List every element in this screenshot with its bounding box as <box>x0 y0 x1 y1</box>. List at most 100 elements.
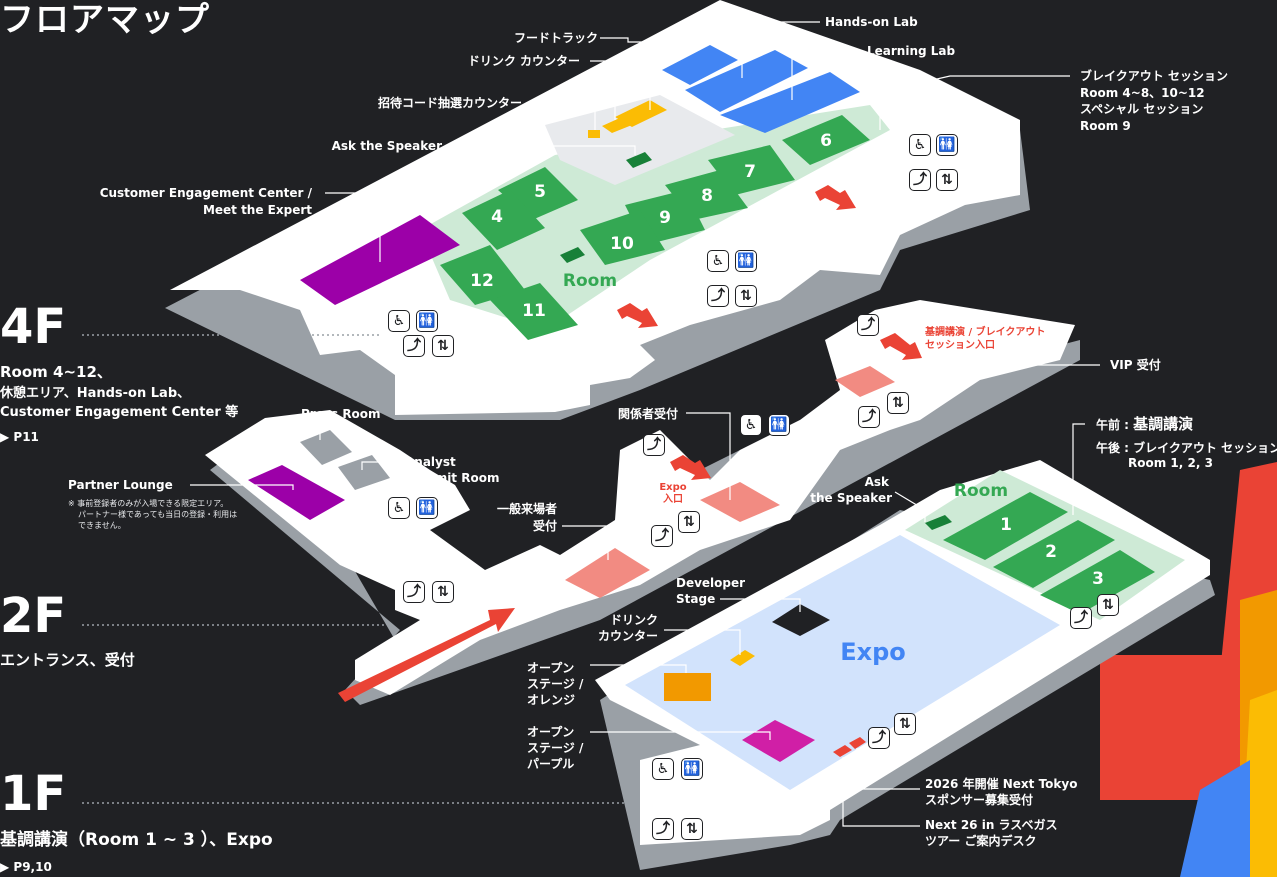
restroom-icon: 🚻 <box>416 310 438 332</box>
wheelchair-icon: ♿ <box>388 310 410 332</box>
escalator-icon: ⤴ <box>707 285 729 307</box>
breakout-label-3: スペシャル セッション <box>1080 102 1204 116</box>
wheelchair-icon: ♿ <box>388 497 410 519</box>
sponsor-label-2: スポンサー募集受付 <box>925 793 1034 807</box>
floor-1f-ref: ▶ P9,10 <box>0 860 52 874</box>
breakout-label-1: ブレイクアウト セッション <box>1080 69 1228 83</box>
partner-note-3: できません。 <box>78 521 126 530</box>
ask-speaker-4f-label: Ask the Speaker <box>331 139 442 153</box>
floor-1f-desc: 基調講演（Room 1 ~ 3 ）、Expo <box>0 830 273 850</box>
ask-speaker-1f-label-2: the Speaker <box>810 491 892 505</box>
elevator-icon: ⇅ <box>894 713 916 735</box>
drink-counter-4f-label: ドリンク カウンター <box>467 54 580 68</box>
drink-1f-label-1: ドリンク <box>609 613 658 627</box>
escalator-icon: ⤴ <box>857 314 879 336</box>
escalator-icon: ⤴ <box>403 335 425 357</box>
analyst-label-1: Analyst <box>405 455 456 469</box>
floor-4f-desc-3: Customer Engagement Center 等 <box>0 405 239 420</box>
expo-entrance-label-2: 入口 <box>663 494 683 505</box>
floor-1f-map: 1 2 3 Expo Room <box>595 460 1215 870</box>
pm-prefix: 午後 : <box>1096 441 1129 455</box>
open-stage-orange-block <box>664 673 711 701</box>
drink-counter-1f <box>730 650 755 666</box>
floor-2f-label: 2F <box>0 588 67 644</box>
expo-zone <box>625 535 1060 790</box>
keynote-am-row: 午前 : 基調講演 <box>1096 416 1193 433</box>
elevator-icon: ⇅ <box>681 818 703 840</box>
restroom-icon: 🚻 <box>735 250 757 272</box>
elevator-icon: ⇅ <box>1097 594 1119 616</box>
escalator-icon: ⤴ <box>909 169 931 191</box>
room-7-number: 7 <box>744 162 756 182</box>
escalator-icon: ⤴ <box>858 406 880 428</box>
developer-stage-label-1: Developer <box>676 576 746 590</box>
wheelchair-icon: ♿ <box>740 414 762 436</box>
hands-on-lab-label: Hands-on Lab <box>825 15 918 29</box>
leader-lines <box>190 21 1100 827</box>
elevator-icon: ⇅ <box>887 392 909 414</box>
analyst-room-block <box>338 455 390 490</box>
room-4-number: 4 <box>491 207 503 227</box>
press-room-block <box>300 430 352 465</box>
breakout-label-2: Room 4~8、10~12 <box>1080 86 1205 100</box>
expo-entrance-label-1: Expo <box>659 482 687 493</box>
decorative-corner-art <box>1100 462 1277 877</box>
general-reception <box>565 548 650 598</box>
cec-label-2: Meet the Expert <box>202 203 312 217</box>
floor-connectors <box>82 334 640 804</box>
entrance-arrow <box>338 608 515 702</box>
staff-reception-label: 関係者受付 <box>617 407 678 421</box>
open-purple-label-1: オープン <box>527 725 575 739</box>
partner-lounge-label: Partner Lounge <box>68 478 173 492</box>
elevator-icon: ⇅ <box>432 581 454 603</box>
floor-4f-desc-1: Room 4~12、 <box>0 363 112 381</box>
escalator-icon: ⤴ <box>868 727 890 749</box>
learning-lab-label: Learning Lab <box>867 44 956 58</box>
floor-1f-label: 1F <box>0 766 67 822</box>
floor-4f-map: 6 7 8 9 10 5 4 12 11 Room <box>165 0 1030 420</box>
wheelchair-icon: ♿ <box>909 134 931 156</box>
restroom-icon: 🚻 <box>768 414 790 436</box>
press-room-label: Press Room <box>301 407 381 421</box>
next26-label-2: ツアー ご案内デスク <box>925 834 1037 848</box>
ask-speaker-1f-label-1: Ask <box>864 475 889 489</box>
sponsor-label-1: 2026 年開催 Next Tokyo <box>925 777 1078 791</box>
general-reception-label-2: 受付 <box>532 519 557 533</box>
wheelchair-icon: ♿ <box>652 758 674 780</box>
escalator-icon: ⤴ <box>1070 607 1092 629</box>
escalator-icon: ⤴ <box>652 818 674 840</box>
vip-reception <box>835 366 895 397</box>
developer-stage-label-2: Stage <box>676 592 716 606</box>
open-orange-label-1: オープン <box>527 661 575 675</box>
keynote-pm-row: 午後 : ブレイクアウト セッション <box>1096 440 1277 456</box>
partner-note-1: ※ 事前登録者のみが入場できる限定エリア。 <box>68 499 229 508</box>
keynote-entrance-label-2: セッション入口 <box>925 340 995 351</box>
page-title: フロアマップ <box>0 0 210 40</box>
wheelchair-icon: ♿ <box>707 250 729 272</box>
room-6-number: 6 <box>820 131 832 151</box>
drink-1f-label-2: カウンター <box>597 629 658 643</box>
breakout-label-4: Room 9 <box>1080 119 1131 133</box>
room-9-number: 9 <box>659 208 671 228</box>
room-2-number: 2 <box>1045 542 1057 562</box>
open-orange-label-2: ステージ / <box>527 677 584 691</box>
food-area <box>545 95 735 185</box>
elevator-icon: ⇅ <box>432 335 454 357</box>
expo-zone-label: Expo <box>840 638 906 666</box>
cec-label-1: Customer Engagement Center / <box>99 186 312 200</box>
room-10-number: 10 <box>610 234 634 254</box>
escalator-icon: ⤴ <box>403 581 425 603</box>
hands-on-lab-block-2 <box>685 50 808 112</box>
floor-4f-label: 4F <box>0 299 67 355</box>
room-8-number: 8 <box>701 186 713 206</box>
am-prefix: 午前 : <box>1096 418 1129 432</box>
partner-lounge-block <box>248 465 345 520</box>
invite-code-counter-label: 招待コード抽選カウンター <box>377 96 522 110</box>
room-12-number: 12 <box>470 271 494 291</box>
partner-note-2: パートナー様であっても当日の登録・利用は <box>78 510 238 519</box>
room-5-number: 5 <box>534 182 546 202</box>
floor-4f-desc-2: 休憩エリア、Hands-on Lab、 <box>0 386 191 401</box>
general-reception-label-1: 一般来場者 <box>496 502 557 516</box>
restroom-icon: 🚻 <box>681 758 703 780</box>
